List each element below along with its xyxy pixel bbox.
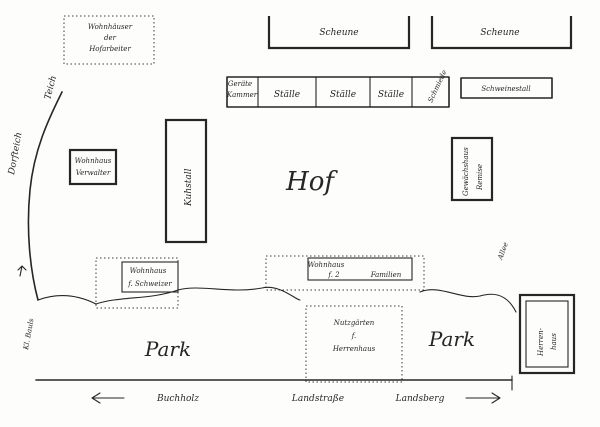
manor-house-inner	[525, 300, 569, 368]
pig-sty-outline	[460, 77, 553, 99]
swiss-house-inner	[121, 261, 179, 293]
workers-houses-label-2: der	[104, 34, 117, 42]
manager-house-outline	[68, 148, 118, 186]
barn-left-label: Scheune	[319, 28, 358, 38]
barn-right-outline	[430, 16, 573, 50]
road-label-landsberg: Landsberg	[395, 394, 445, 404]
manager-house-label-2: Verwalter	[76, 169, 111, 177]
workers-houses-label-1: Wohnhäuser	[88, 23, 133, 31]
avenue-label: Allee	[496, 241, 510, 261]
kitchen-garden-outline	[305, 305, 403, 383]
workers-houses-outline	[63, 15, 155, 65]
workers-houses-label-3: Hofarbeiter	[88, 45, 131, 53]
kl-bauls-arrow	[17, 265, 27, 277]
kitchen-garden-label-1: Nutzgärten	[333, 319, 375, 327]
kitchen-garden-label-2: f.	[351, 332, 357, 340]
park-right-label: Park	[428, 327, 475, 351]
village-pond-boundary	[27, 91, 63, 301]
road-label-landstrasse: Landstraße	[291, 394, 344, 404]
barn-right-label: Scheune	[480, 28, 519, 38]
stables-label-1: Ställe	[274, 90, 300, 100]
pig-sty-label: Schweinestall	[481, 85, 530, 93]
stables-row-outline	[226, 76, 450, 108]
manor-house-label-1: Herren-	[537, 327, 545, 357]
road-arrow-left	[91, 392, 125, 404]
park-boundary-line	[37, 286, 517, 313]
smithy-label: Schmiede	[427, 69, 449, 104]
stables-label-2: Ställe	[330, 90, 356, 100]
kl-bauls-label: Kl. Bauls	[22, 317, 36, 351]
swiss-house-label-1: Wohnhaus	[130, 267, 167, 275]
park-left-label: Park	[144, 337, 191, 361]
family-house-label-1: Wohnhaus	[308, 261, 345, 269]
greenhouse-label-1: Gewächshaus	[462, 147, 470, 196]
road-label-buchholz: Buchholz	[156, 394, 199, 404]
greenhouse-outline	[450, 136, 494, 202]
family-house-inner	[307, 257, 413, 281]
barn-left-outline	[267, 16, 411, 50]
tool-chamber-label-2: Kammer	[226, 91, 258, 99]
village-pond-label: Dorfteich	[7, 131, 24, 176]
road-arrow-right	[465, 392, 501, 404]
courtyard-label: Hof	[285, 167, 338, 197]
pond-label: Teich	[43, 75, 59, 101]
cow-barn-label: Kuhstall	[184, 168, 194, 207]
family-house-label-2: f. 2	[327, 271, 340, 279]
kitchen-garden-label-3: Herrenhaus	[332, 345, 376, 353]
family-house-label-3: Familien	[370, 271, 402, 279]
cow-barn-outline	[164, 118, 208, 244]
greenhouse-label-2: Remise	[476, 164, 484, 191]
manager-house-label-1: Wohnhaus	[75, 157, 112, 165]
manor-house-label-2: haus	[550, 333, 558, 350]
swiss-house-label-2: f. Schweizer	[127, 280, 172, 288]
stables-label-3: Ställe	[378, 90, 404, 100]
swiss-house-outline	[95, 257, 179, 309]
manor-house-outline	[518, 293, 576, 375]
tool-chamber-label-1: Geräte	[228, 80, 252, 88]
